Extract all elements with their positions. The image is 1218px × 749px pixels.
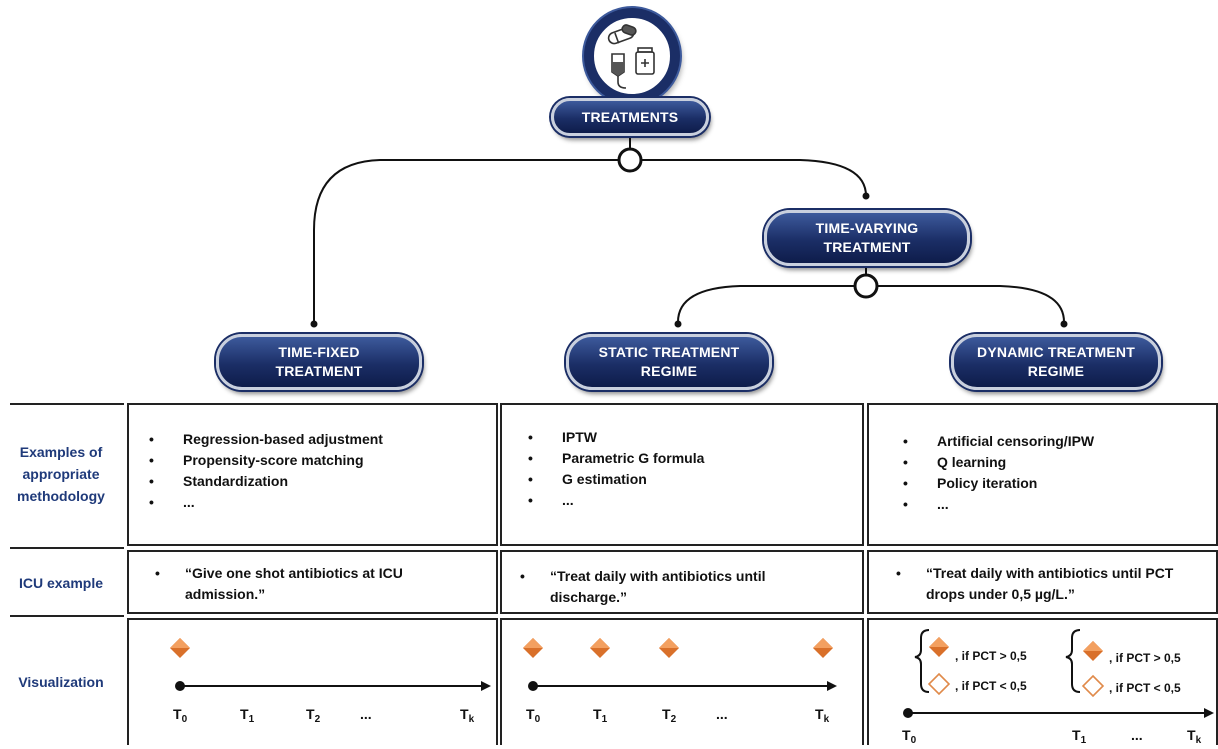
tick-tk: Tk: [460, 706, 475, 725]
timeline-origin-dot: [903, 708, 913, 718]
methods-dynamic-box: •Artificial censoring/IPW •Q learning •P…: [867, 403, 1218, 546]
list-item: •Parametric G formula: [528, 450, 705, 466]
treatment-diamond: [1083, 641, 1103, 661]
brace-left: [914, 629, 930, 693]
list-item: •G estimation: [528, 471, 647, 487]
treatment-diamond: [170, 638, 190, 658]
tick-t1: T1: [593, 706, 608, 725]
dynamic-regime-node: DYNAMIC TREATMENT REGIME: [951, 334, 1161, 390]
tick-ellipsis: ...: [1131, 727, 1143, 743]
time-varying-node: TIME-VARYING TREATMENT: [764, 210, 970, 266]
connector-end-dot: [1060, 320, 1068, 328]
connector-end-dot: [862, 192, 870, 200]
tick-t0: T0: [526, 706, 541, 725]
tick-ellipsis: ...: [716, 706, 728, 722]
timeline-arrowhead: [1204, 708, 1214, 718]
list-item: •Artificial censoring/IPW: [903, 433, 1095, 449]
list-item: •...: [528, 492, 574, 508]
icu-row-label: ICU example: [18, 575, 104, 591]
time-fixed-node: TIME-FIXED TREATMENT: [216, 334, 422, 390]
row-divider: [10, 615, 124, 617]
static-regime-label: STATIC TREATMENT REGIME: [598, 344, 740, 379]
treatment-diamond: [813, 638, 833, 658]
visualization-row-label: Visualization: [18, 674, 104, 690]
list-item: •Q learning: [903, 454, 1007, 470]
tick-t2: T2: [662, 706, 677, 725]
treatment-diamond: [659, 638, 679, 658]
methods-static-box: •IPTW •Parametric G formula •G estimatio…: [500, 403, 864, 546]
list-item: •Standardization: [149, 473, 289, 489]
methods-list-static: •IPTW •Parametric G formula •G estimatio…: [528, 427, 705, 511]
branch-node: [853, 273, 879, 299]
medication-icon: [584, 8, 680, 104]
list-item: •...: [903, 496, 949, 512]
tick-tk: Tk: [815, 706, 830, 725]
tick-t1: T1: [240, 706, 255, 725]
static-regime-node: STATIC TREATMENT REGIME: [566, 334, 772, 390]
treatments-node: TREATMENTS: [551, 98, 709, 136]
tick-t0: T0: [173, 706, 188, 725]
row-divider: [10, 547, 124, 549]
viz-static-box: T0 T1 T2 ... Tk: [500, 618, 864, 745]
list-item: •Policy iteration: [903, 475, 1038, 491]
connector-end-dot: [674, 320, 682, 328]
treatment-diamond: [929, 637, 949, 657]
list-item: •Regression-based adjustment: [149, 431, 383, 447]
methods-row-label: Examples of appropriate methodology: [17, 444, 105, 504]
methods-list-dynamic: •Artificial censoring/IPW •Q learning •P…: [903, 431, 1095, 515]
list-item: •IPTW: [528, 429, 597, 445]
icu-dynamic-box: •“Treat daily with antibiotics until PCT…: [867, 550, 1218, 614]
dynamic-regime-label: DYNAMIC TREATMENT REGIME: [977, 344, 1135, 379]
timeline-origin-dot: [528, 681, 538, 691]
icu-example-text: •“Treat daily with antibiotics until dis…: [520, 568, 766, 605]
icu-time-fixed-box: •“Give one shot antibiotics at ICU admis…: [127, 550, 498, 614]
treatment-diamond: [590, 638, 610, 658]
timeline-time-fixed: [170, 638, 491, 691]
timeline-arrowhead: [827, 681, 837, 691]
tick-t2: T2: [306, 706, 321, 725]
condition-below-label: , if PCT < 0,5: [955, 679, 1027, 693]
condition-above-label: , if PCT > 0,5: [955, 649, 1027, 663]
tick-tk: Tk: [1187, 727, 1202, 746]
viz-time-fixed-box: T0 T1 T2 ... Tk: [127, 618, 498, 745]
treatment-diamond: [523, 638, 543, 658]
condition-below-label: , if PCT < 0,5: [1109, 681, 1181, 695]
timeline-origin-dot: [175, 681, 185, 691]
timeline-arrowhead: [481, 681, 491, 691]
brace-right: [1065, 629, 1081, 693]
time-fixed-label: TIME-FIXED TREATMENT: [275, 344, 363, 379]
tick-ellipsis: ...: [360, 706, 372, 722]
methods-time-fixed-box: •Regression-based adjustment •Propensity…: [127, 403, 498, 546]
methods-list-time-fixed: •Regression-based adjustment •Propensity…: [149, 429, 383, 513]
connector-end-dot: [310, 320, 318, 328]
viz-dynamic-box: , if PCT > 0,5 , if PCT < 0,5 , if PCT >…: [867, 618, 1218, 746]
icu-example-text: •“Treat daily with antibiotics until PCT…: [896, 565, 1174, 602]
icu-static-box: •“Treat daily with antibiotics until dis…: [500, 550, 864, 614]
time-varying-label: TIME-VARYING TREATMENT: [815, 220, 919, 255]
timeline-static: [523, 638, 837, 691]
treatments-label: TREATMENTS: [581, 108, 679, 125]
row-divider: [10, 403, 124, 405]
tick-t0: T0: [902, 727, 917, 746]
no-treatment-diamond: [1081, 674, 1105, 698]
list-item: •...: [149, 494, 195, 510]
branch-node: [617, 147, 643, 173]
tick-t1: T1: [1072, 727, 1087, 746]
timeline-dynamic: [903, 629, 1214, 718]
list-item: •Propensity-score matching: [149, 452, 364, 468]
condition-above-label: , if PCT > 0,5: [1109, 651, 1181, 665]
no-treatment-diamond: [927, 672, 951, 696]
icu-example-text: •“Give one shot antibiotics at ICU admis…: [155, 565, 403, 602]
